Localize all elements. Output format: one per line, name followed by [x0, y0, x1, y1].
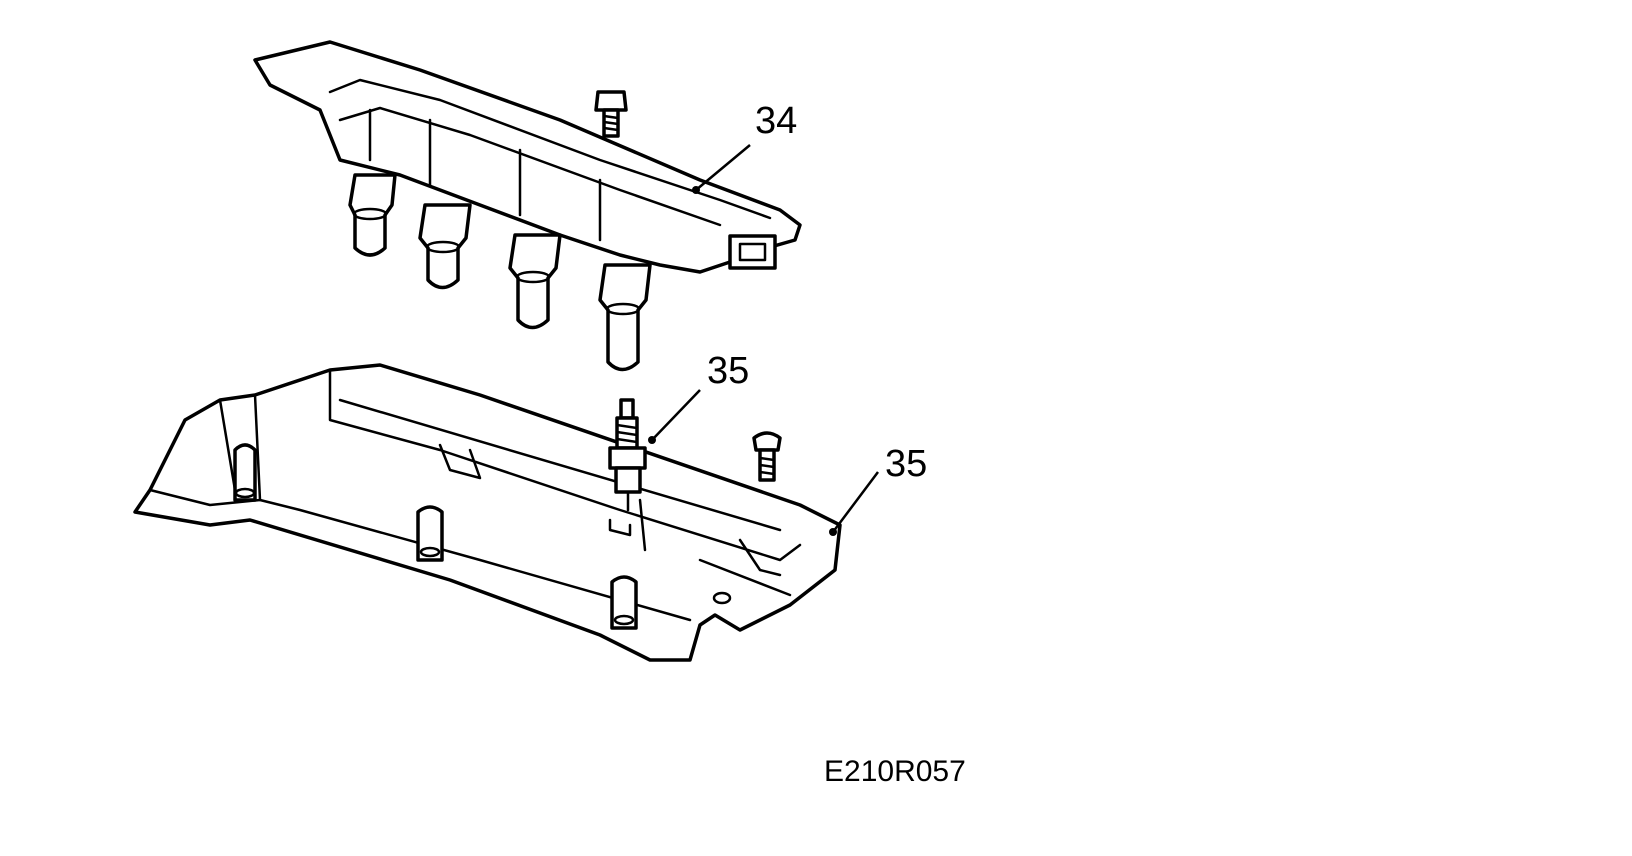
callout-35-cover: 35: [885, 443, 928, 485]
spark-plug: [608, 398, 647, 512]
cylinder-head-cover: [133, 363, 842, 662]
coil-tower: [418, 203, 472, 290]
callout-34: 34: [755, 100, 798, 142]
leader-line-35-plug: [648, 389, 701, 444]
bolt: [594, 90, 628, 138]
leader-line-35-cover: [829, 471, 879, 536]
ignition-coil-cassette: [253, 40, 802, 372]
coil-tower: [598, 263, 652, 372]
callout-35-spark-plug: 35: [707, 350, 750, 392]
coil-tower: [348, 173, 397, 257]
figure-reference-code: E210R057: [824, 755, 966, 788]
leader-line-34: [692, 144, 751, 194]
bolt: [752, 431, 782, 482]
coil-tower: [508, 233, 562, 330]
